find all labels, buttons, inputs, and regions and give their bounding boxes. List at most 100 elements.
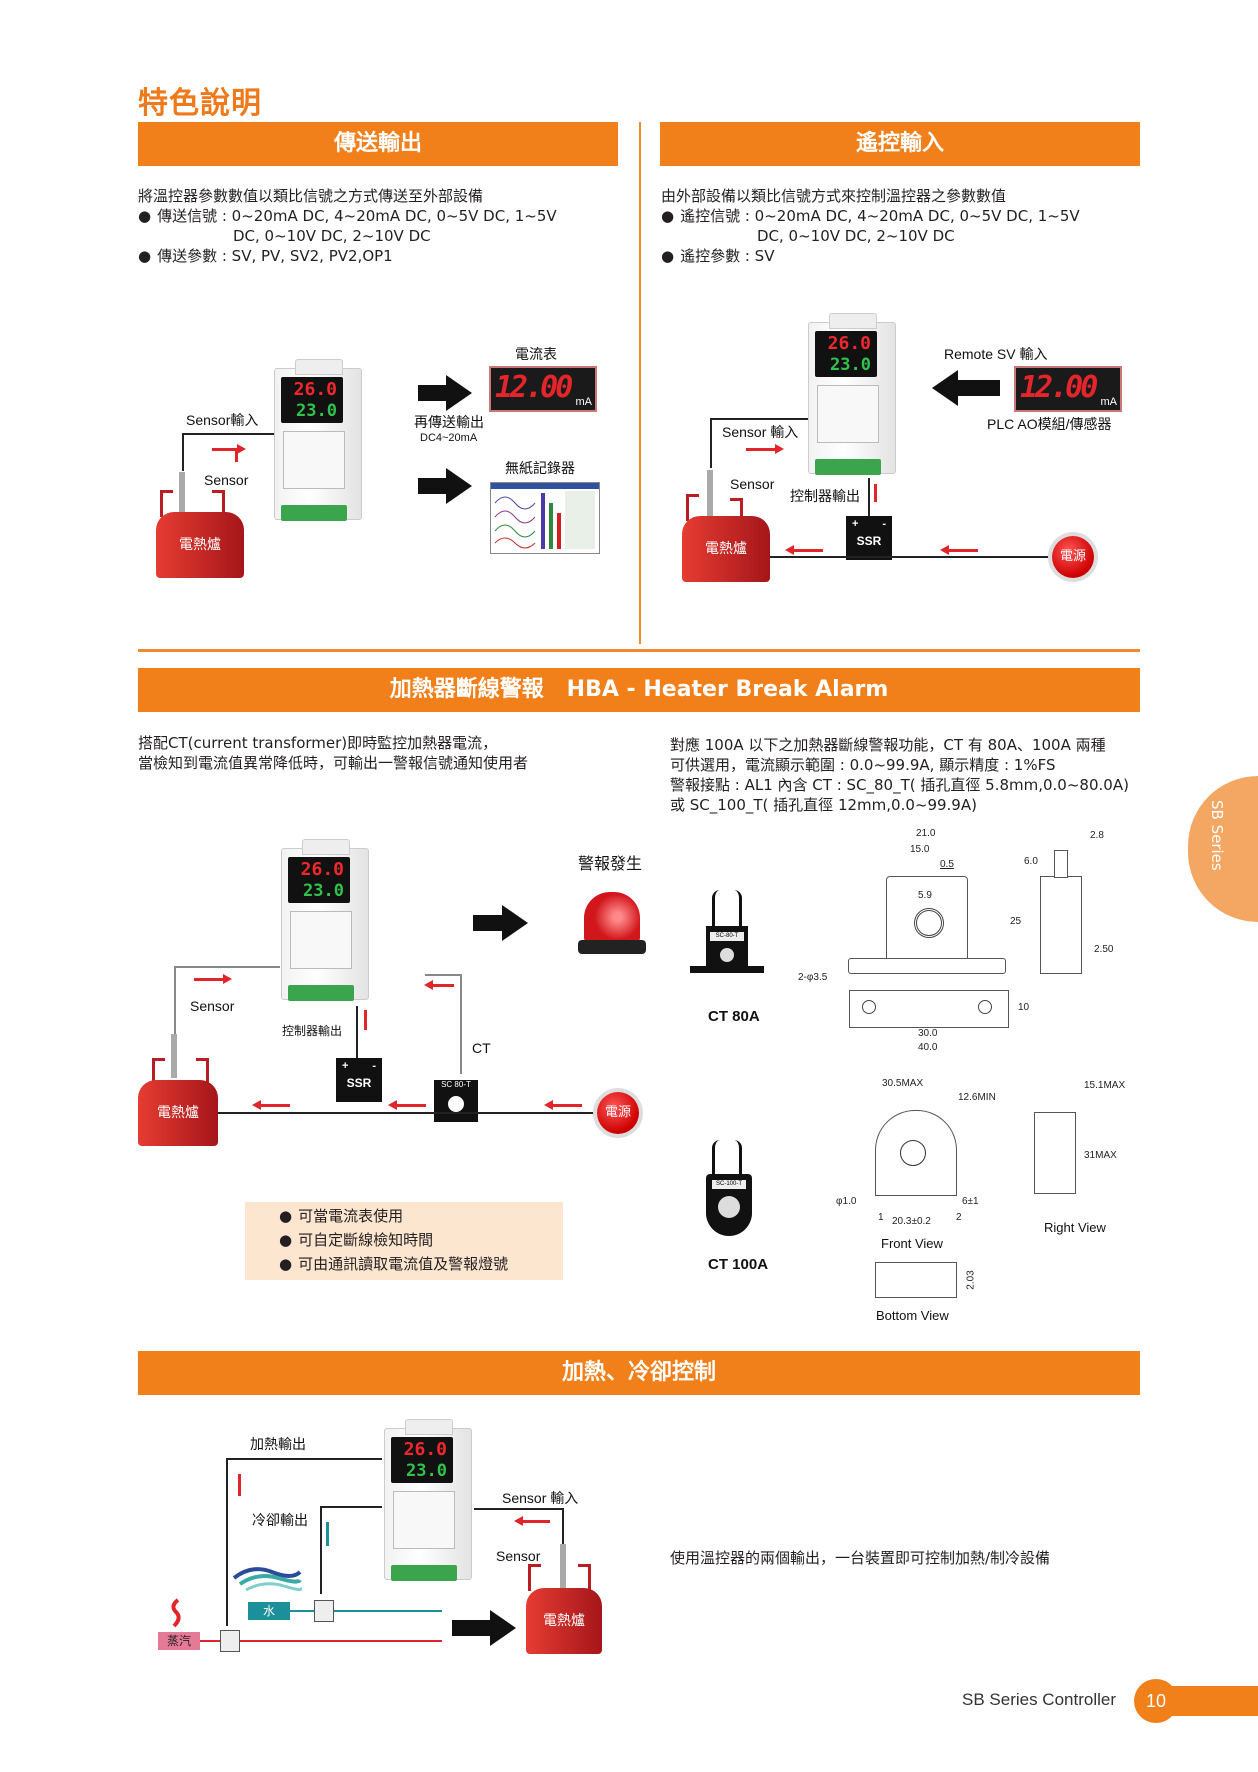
furnace-neck bbox=[578, 1564, 591, 1591]
pv-display: 26.0 bbox=[300, 859, 344, 880]
meter-unit: mA bbox=[575, 396, 593, 408]
sensor-wire bbox=[174, 966, 280, 968]
power-line bbox=[218, 1112, 596, 1114]
current-meter: 12.00 mA bbox=[489, 366, 597, 412]
heat-wire bbox=[226, 1458, 382, 1460]
sensor-wire bbox=[562, 1508, 564, 1544]
front-view-label: Front View bbox=[881, 1236, 943, 1251]
transmission-signal-cont: DC, 0~10V DC, 2~10V DC bbox=[233, 227, 431, 245]
ssr-label: SSR bbox=[856, 534, 882, 548]
sv-display: 23.0 bbox=[303, 881, 344, 901]
arrow-left-icon bbox=[932, 370, 958, 406]
cool-output-label: 冷卻輸出 bbox=[252, 1512, 308, 1528]
down-arrow-icon bbox=[326, 1522, 329, 1546]
sensor-probe-icon bbox=[179, 472, 185, 520]
signal-arrow-stem bbox=[235, 448, 238, 462]
furnace-neck bbox=[196, 1058, 209, 1085]
sensor-wire bbox=[182, 433, 274, 435]
series-side-tab: SB Series bbox=[1188, 776, 1258, 922]
ct80-hole bbox=[720, 948, 734, 962]
remote-param: 遙控參數 : SV bbox=[661, 246, 774, 266]
furnace: 電熱爐 bbox=[526, 1588, 602, 1654]
sv-display: 23.0 bbox=[406, 1461, 447, 1481]
sensor-input-label: Sensor 輸入 bbox=[502, 1490, 579, 1506]
dim-label: 2.03 bbox=[965, 1270, 977, 1290]
dim-label: 10 bbox=[1018, 1002, 1030, 1013]
furnace: 電熱爐 bbox=[682, 516, 770, 582]
water-wave-icon bbox=[232, 1567, 302, 1592]
pv-display: 26.0 bbox=[827, 333, 871, 354]
sensor-label: Sensor bbox=[204, 472, 249, 488]
ct100-label: CT 100A bbox=[708, 1256, 769, 1273]
steam-icon bbox=[171, 1598, 181, 1628]
dim-label: 30.5MAX bbox=[882, 1078, 924, 1089]
paperless-recorder-icon bbox=[490, 482, 600, 554]
ct80-hole-drawing bbox=[914, 908, 944, 938]
section-divider bbox=[138, 649, 1140, 652]
arrow-right-icon bbox=[418, 385, 448, 401]
dim-label: 2.8 bbox=[1090, 830, 1104, 841]
ct80-base bbox=[690, 966, 764, 973]
ct80-side-drawing bbox=[1040, 876, 1082, 974]
sensor-probe-icon bbox=[560, 1544, 566, 1590]
ssr-minus: - bbox=[882, 518, 886, 530]
cool-wire bbox=[320, 1506, 322, 1594]
meter-value: 12.00 bbox=[1020, 370, 1098, 405]
dim-label: 31MAX bbox=[1084, 1150, 1117, 1161]
dim-label: 15.1MAX bbox=[1084, 1080, 1126, 1091]
furnace-neck bbox=[152, 1058, 165, 1085]
steam-label: 蒸汽 bbox=[158, 1632, 200, 1650]
dim-label: 5.9 bbox=[918, 890, 932, 901]
section-heading-heatcool: 加熱、冷卻控制 bbox=[138, 1351, 1140, 1395]
hba-features: 可當電流表使用 可自定斷線檢知時間 可由通訊讀取電流值及警報燈號 bbox=[245, 1202, 563, 1280]
alarm-light-icon bbox=[584, 892, 640, 942]
dim-label: 2 bbox=[956, 1212, 962, 1223]
heatcool-description: 使用溫控器的兩個輸出，一台裝置即可控制加熱/制冷設備 bbox=[670, 1549, 1051, 1567]
feature-item: 可自定斷線檢知時間 bbox=[279, 1230, 433, 1250]
mount-hole bbox=[862, 1000, 876, 1014]
power-line bbox=[770, 556, 1050, 558]
meter-title: 電流表 bbox=[515, 346, 557, 362]
dim-label: 20.3±0.2 bbox=[892, 1216, 931, 1227]
arrow-head bbox=[490, 1610, 516, 1646]
dim-label: 25 bbox=[1010, 916, 1022, 927]
dim-label: 6±1 bbox=[962, 1196, 979, 1207]
output-wire bbox=[356, 1006, 358, 1058]
meter-value: 12.00 bbox=[495, 370, 573, 405]
sensor-wire bbox=[474, 1508, 564, 1510]
ct-sensor: SC 80-T bbox=[434, 1080, 478, 1122]
ssr-relay: + - SSR bbox=[846, 516, 892, 560]
power-source: 電源 bbox=[1052, 536, 1094, 578]
ct100-photo: SC-100-T bbox=[706, 1174, 752, 1236]
hba-right-text-1: 對應 100A 以下之加熱器斷線警報功能，CT 有 80A、100A 兩種 bbox=[670, 736, 1106, 754]
plc-meter: 12.00 mA bbox=[1014, 366, 1122, 412]
controller-output-label: 控制器輸出 bbox=[282, 1024, 343, 1038]
arrow-body bbox=[956, 380, 1000, 396]
ct-label: CT bbox=[472, 1040, 491, 1056]
dim-label: 21.0 bbox=[916, 828, 936, 839]
feature-item: 可當電流表使用 bbox=[279, 1206, 403, 1226]
furnace: 電熱爐 bbox=[138, 1080, 218, 1146]
water-pipe bbox=[290, 1610, 442, 1612]
sensor-wire bbox=[710, 418, 808, 420]
sensor-wire bbox=[710, 418, 712, 468]
recorder-label: 無紙記錄器 bbox=[505, 460, 575, 476]
ct-wire bbox=[425, 974, 461, 976]
arrow-right-icon bbox=[473, 915, 503, 931]
cool-wire bbox=[320, 1506, 382, 1508]
sensor-probe-icon bbox=[707, 470, 713, 518]
furnace-neck bbox=[160, 490, 173, 517]
furnace-neck bbox=[212, 490, 225, 517]
arrow-head bbox=[446, 375, 472, 411]
ct100-hole bbox=[718, 1196, 740, 1218]
dim-label: 2-φ3.5 bbox=[798, 972, 828, 983]
steam-pipe bbox=[200, 1640, 442, 1642]
sensor-wire bbox=[182, 433, 184, 471]
down-arrow-icon bbox=[364, 1010, 367, 1030]
signal-arrow bbox=[746, 448, 776, 451]
sensor-label: Sensor bbox=[496, 1548, 541, 1564]
signal-arrow bbox=[194, 978, 224, 981]
hba-right-text-2: 可供選用，電流顯示範圍 : 0.0~99.9A, 顯示精度 : 1%FS bbox=[670, 756, 1056, 774]
remote-sv-label: Remote SV 輸入 bbox=[944, 346, 1048, 362]
